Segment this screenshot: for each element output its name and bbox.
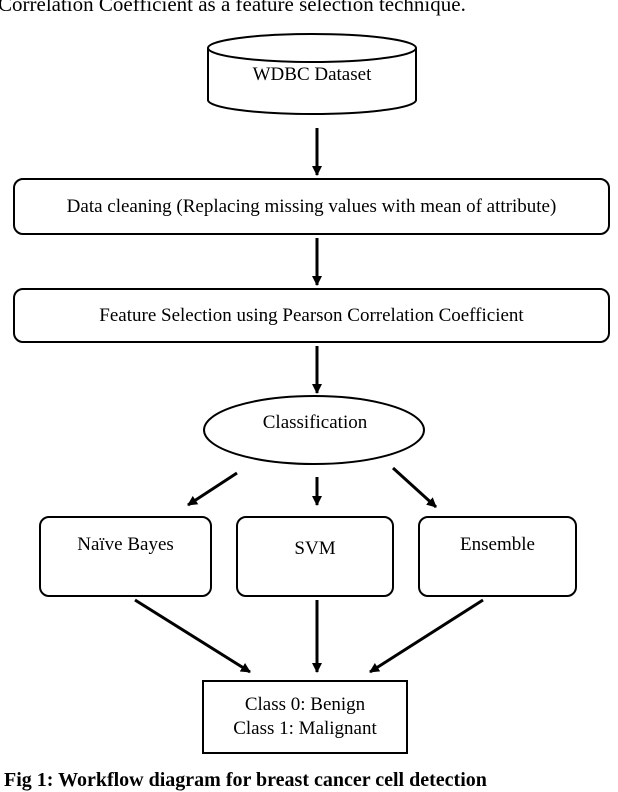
header-text: Correlation Coefficient as a feature sel…: [0, 0, 466, 16]
ensemble-label: Ensemble: [460, 534, 535, 555]
data-cleaning-label: Data cleaning (Replacing missing values …: [66, 195, 557, 217]
arrow-ensemble-to-class: [369, 598, 484, 674]
arrow-classification-to-ensemble: [391, 466, 438, 509]
class1-label: Class 1: Malignant: [233, 718, 377, 739]
arrow-naive-bayes-to-class: [134, 598, 251, 674]
class-output-box: Class 0: Benign Class 1: Malignant: [202, 680, 408, 754]
svm-box: SVM: [236, 516, 394, 597]
ensemble-box: Ensemble: [418, 516, 577, 597]
classification-ellipse: [203, 395, 425, 465]
feature-selection-label: Feature Selection using Pearson Correlat…: [99, 304, 524, 326]
feature-selection-box: Feature Selection using Pearson Correlat…: [13, 288, 610, 343]
dataset-cylinder: [207, 33, 417, 115]
classification-label: Classification: [262, 412, 368, 433]
data-cleaning-box: Data cleaning (Replacing missing values …: [13, 178, 610, 235]
arrow-classification-to-naive-bayes: [187, 471, 238, 507]
class0-label: Class 0: Benign: [244, 694, 366, 715]
naive-bayes-label: Naïve Bayes: [77, 534, 174, 555]
svm-label: SVM: [294, 538, 336, 559]
naive-bayes-box: Naïve Bayes: [39, 516, 212, 597]
figure-caption: Fig 1: Workflow diagram for breast cance…: [4, 769, 487, 791]
dataset-label: WDBC Dataset: [252, 64, 372, 85]
